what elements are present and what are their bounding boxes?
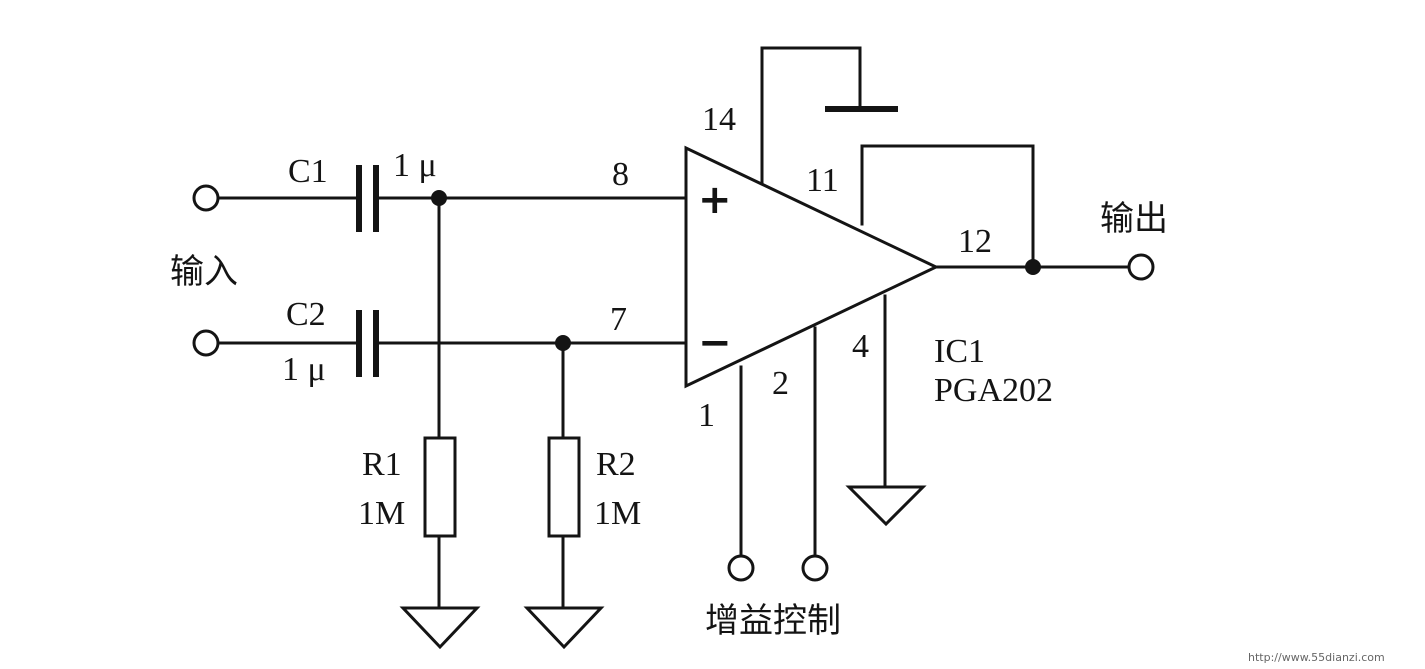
r2-ref-label: R2: [596, 446, 636, 483]
pin-12-label: 12: [958, 223, 992, 260]
opamp-plus-sign: +: [698, 177, 732, 223]
ground-pin4-icon: [845, 485, 927, 527]
gain-terminal-1: [727, 554, 755, 582]
gain-terminal-2: [801, 554, 829, 582]
input-terminal-top: [192, 184, 220, 212]
junction-node2: [555, 335, 571, 351]
ground-r2-icon: [523, 606, 605, 650]
output-terminal: [1127, 253, 1155, 281]
r2-value-label: 1M: [594, 495, 641, 532]
pin-7-label: 7: [610, 301, 627, 338]
r1-ref-label: R1: [362, 446, 402, 483]
junction-node1: [431, 190, 447, 206]
resistor-r2: [547, 436, 581, 538]
c2-value-label: 1 μ: [282, 351, 326, 388]
opamp-ic1: [684, 145, 940, 389]
junction-output: [1025, 259, 1041, 275]
input-label: 输入: [170, 252, 238, 292]
output-label: 输出: [1100, 199, 1168, 239]
pin-11-label: 11: [806, 162, 839, 199]
ic-part-label: PGA202: [934, 372, 1053, 409]
c2-ref-label: C2: [286, 296, 326, 333]
watermark: http://www.55dianzi.com: [1248, 651, 1385, 664]
opamp-minus-sign: −: [698, 320, 732, 366]
c1-value-label: 1 μ: [393, 147, 437, 184]
gain-control-label: 增益控制: [705, 601, 841, 641]
pin-1-label: 1: [698, 397, 715, 434]
pin-4-label: 4: [852, 328, 869, 365]
r1-value-label: 1M: [358, 495, 405, 532]
wire-pin14: [760, 46, 862, 184]
wire-pin11-feedback: [860, 144, 1035, 269]
pin-14-label: 14: [702, 101, 736, 138]
ic-ref-label: IC1: [934, 333, 985, 370]
resistor-r1: [423, 436, 457, 538]
pin-2-label: 2: [772, 365, 789, 402]
c1-ref-label: C1: [288, 153, 328, 190]
input-terminal-bottom: [192, 329, 220, 357]
ground-r1-icon: [399, 606, 481, 650]
pin-8-label: 8: [612, 156, 629, 193]
